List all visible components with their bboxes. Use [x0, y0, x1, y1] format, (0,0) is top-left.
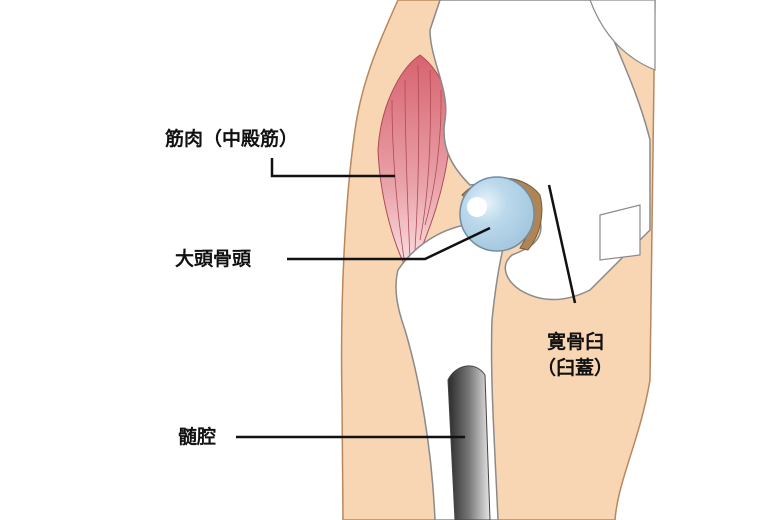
muscle-fibers — [391, 64, 442, 266]
pelvis-bone — [429, 0, 651, 301]
leader-lines — [236, 158, 577, 439]
femoral-head-highlight — [467, 197, 487, 217]
spine-bone — [589, 0, 656, 71]
medullary-cavity — [447, 365, 491, 520]
label-femoral-head: 大頭骨頭 — [175, 248, 252, 270]
label-acetabulum-alt: （臼蓋） — [537, 357, 614, 379]
label-medullary-cavity: 髄腔 — [178, 426, 217, 448]
label-muscle: 筋肉（中殿筋） — [165, 128, 299, 150]
pubis-bone — [599, 204, 641, 261]
label-acetabulum: 寛骨臼 — [547, 331, 605, 353]
